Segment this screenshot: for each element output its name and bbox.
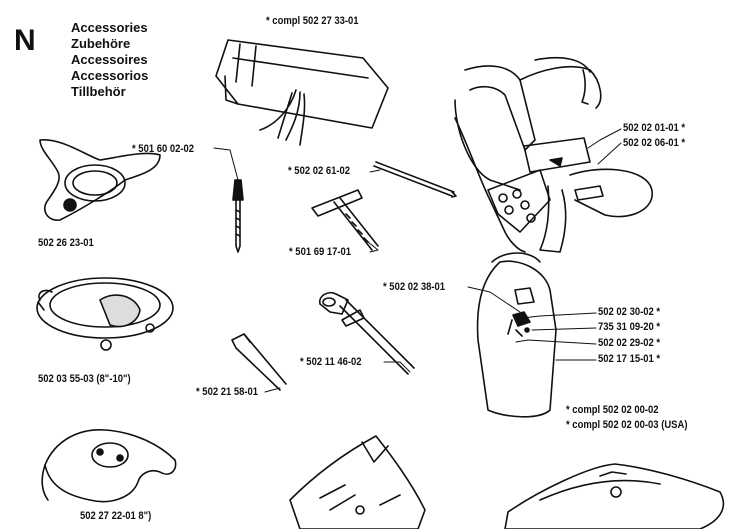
part-label-hip-pad-4: 502 17 15-01 * (598, 353, 661, 365)
title-de: Zubehöre (71, 36, 131, 51)
part-label-hex-key: * 502 21 58-01 (196, 386, 259, 398)
part-label-compl-1: * compl 502 02 00-02 (566, 404, 659, 416)
compl-2-number: * compl 502 02 00-03 (566, 419, 659, 431)
trimmer-head-number: 502 03 55-03 (38, 373, 94, 385)
part-label-hip-pad-clip: * 502 02 38-01 (383, 281, 446, 293)
part-label-guard-bottom-left: 502 27 22-01 8") (80, 510, 151, 522)
hex-key-drawing (231, 333, 287, 391)
part-label-trimmer-head: 502 03 55-03 (8"-10") (38, 373, 131, 385)
part-label-t-wrench: * 501 69 17-01 (289, 246, 352, 258)
part-label-harness-1: 502 02 01-01 * (623, 122, 686, 134)
part-label-guard-top-left: 502 26 23-01 (38, 237, 94, 249)
part-label-harness-2: 502 02 06-01 * (623, 137, 686, 149)
guard-bottom-left-number: 502 27 22-01 (80, 510, 136, 522)
hip-pad-drawing (476, 252, 557, 418)
trimmer-head-drawing (36, 277, 174, 351)
title-fr: Accessoires (71, 52, 148, 67)
part-label-compl-2: * compl 502 02 00-03 (USA) (566, 419, 687, 431)
part-label-hip-pad-2: 735 31 09-20 * (598, 321, 661, 333)
part-label-hip-pad-3: 502 02 29-02 * (598, 337, 661, 349)
bottom-center-blade-drawing (289, 435, 426, 529)
guard-bottom-left-drawing (41, 429, 177, 503)
title-sv: Tillbehör (71, 84, 126, 99)
part-label-combination-wrench: * 502 11 46-02 (300, 356, 362, 368)
part-label-hip-pad-1: 502 02 30-02 * (598, 306, 661, 318)
pin-drawing (232, 179, 244, 253)
leader-lines (213, 128, 622, 393)
title-es: Accessorios (71, 68, 149, 83)
bottom-right-guard-drawing (504, 463, 725, 529)
t-wrench-drawing (311, 189, 379, 251)
part-label-pin: * 501 60 02-02 (132, 143, 195, 155)
compl-2-suffix: (USA) (661, 419, 688, 431)
guard-top-left-drawing (39, 139, 161, 221)
combination-wrench-drawing (318, 291, 415, 375)
part-label-tool-bag: * compl 502 27 33-01 (266, 15, 359, 27)
part-label-rod: * 502 02 61-02 (288, 165, 351, 177)
tool-bag-drawing (215, 39, 389, 146)
title-en: Accessories (71, 20, 148, 35)
harness-drawing (454, 56, 653, 253)
title-block: Accessories Zubehöre Accessoires Accesso… (71, 20, 148, 100)
rod-drawing (373, 161, 457, 198)
trimmer-head-size: (8"-10") (96, 373, 131, 385)
section-letter: N (14, 24, 36, 57)
guard-bottom-left-size: 8") (138, 510, 152, 522)
